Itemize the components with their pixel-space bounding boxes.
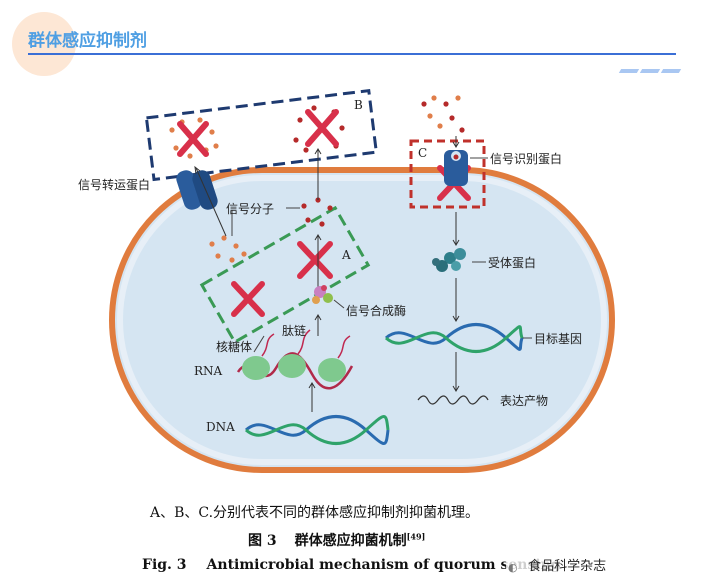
caption-figure-cn: 图 3 群体感应抑菌机制[49] bbox=[248, 530, 425, 550]
header-title: 群体感应抑制剂 bbox=[28, 31, 147, 51]
ribosome bbox=[242, 354, 346, 382]
watermark: ◐ 食品科学杂志 bbox=[506, 555, 609, 574]
cross-icon bbox=[305, 109, 339, 147]
box-a bbox=[199, 205, 371, 345]
caption-figure-en: Fig. 3 Antimicrobial mechanism of quorum … bbox=[142, 557, 561, 573]
label-receptor-protein: 受体蛋白 bbox=[488, 256, 537, 270]
label-rna: RNA bbox=[194, 364, 223, 378]
label-signal-recognition-protein: 信号识别蛋白 bbox=[490, 152, 563, 166]
label-signal-molecule: 信号分子 bbox=[226, 202, 275, 216]
dna-helix bbox=[244, 415, 390, 445]
signal-recognition-protein bbox=[444, 150, 468, 186]
caption-figure-title-en: Antimicrobial mechanism of quorum sensin… bbox=[206, 557, 561, 573]
peptide-chain bbox=[261, 329, 351, 359]
cross-icon bbox=[297, 241, 333, 279]
target-gene-helix bbox=[384, 323, 524, 353]
label-ribosome: 核糖体 bbox=[216, 340, 253, 354]
label-signal-synthase: 信号合成酶 bbox=[346, 304, 407, 318]
caption-figure-title: 群体感应抑菌机制 bbox=[294, 533, 407, 549]
signal-dots-inside-left bbox=[209, 235, 247, 263]
label-box-c: C bbox=[418, 146, 428, 160]
expression-product bbox=[417, 395, 489, 405]
caption-figure-number-en: Fig. 3 bbox=[142, 557, 187, 573]
cross-icon bbox=[177, 121, 209, 157]
caption-figure-number: 图 3 bbox=[248, 533, 277, 549]
cross-icon bbox=[231, 281, 265, 317]
header-divider bbox=[28, 53, 676, 55]
label-box-a: A bbox=[342, 248, 351, 262]
caption-figure-reference: [49] bbox=[406, 531, 426, 542]
box-b bbox=[144, 88, 379, 182]
label-target-gene: 目标基因 bbox=[534, 332, 583, 346]
header-decoration-circle bbox=[12, 12, 76, 76]
flow-arrows bbox=[194, 136, 460, 412]
box-c bbox=[409, 139, 486, 209]
watermark-text: 食品科学杂志 bbox=[528, 559, 607, 574]
cell-inner-glow bbox=[117, 175, 607, 465]
leader-lines bbox=[231, 157, 532, 353]
signal-dots-outside-right bbox=[421, 95, 465, 133]
signal-dots-inside-middle bbox=[301, 197, 333, 227]
signal-synthase bbox=[312, 285, 333, 304]
caption-note: A、B、C.分别代表不同的群体感应抑制剂抑菌机理。 bbox=[150, 505, 480, 521]
wechat-icon: ◐ bbox=[508, 560, 518, 574]
label-peptide-chain: 肽链 bbox=[282, 324, 307, 338]
label-dna: DNA bbox=[206, 420, 235, 434]
label-box-b: B bbox=[354, 98, 363, 112]
label-expression-product: 表达产物 bbox=[500, 394, 549, 408]
signal-transport-protein bbox=[176, 170, 218, 210]
label-signal-transport-protein: 信号转运蛋白 bbox=[78, 178, 151, 192]
receptor-protein bbox=[432, 248, 466, 272]
